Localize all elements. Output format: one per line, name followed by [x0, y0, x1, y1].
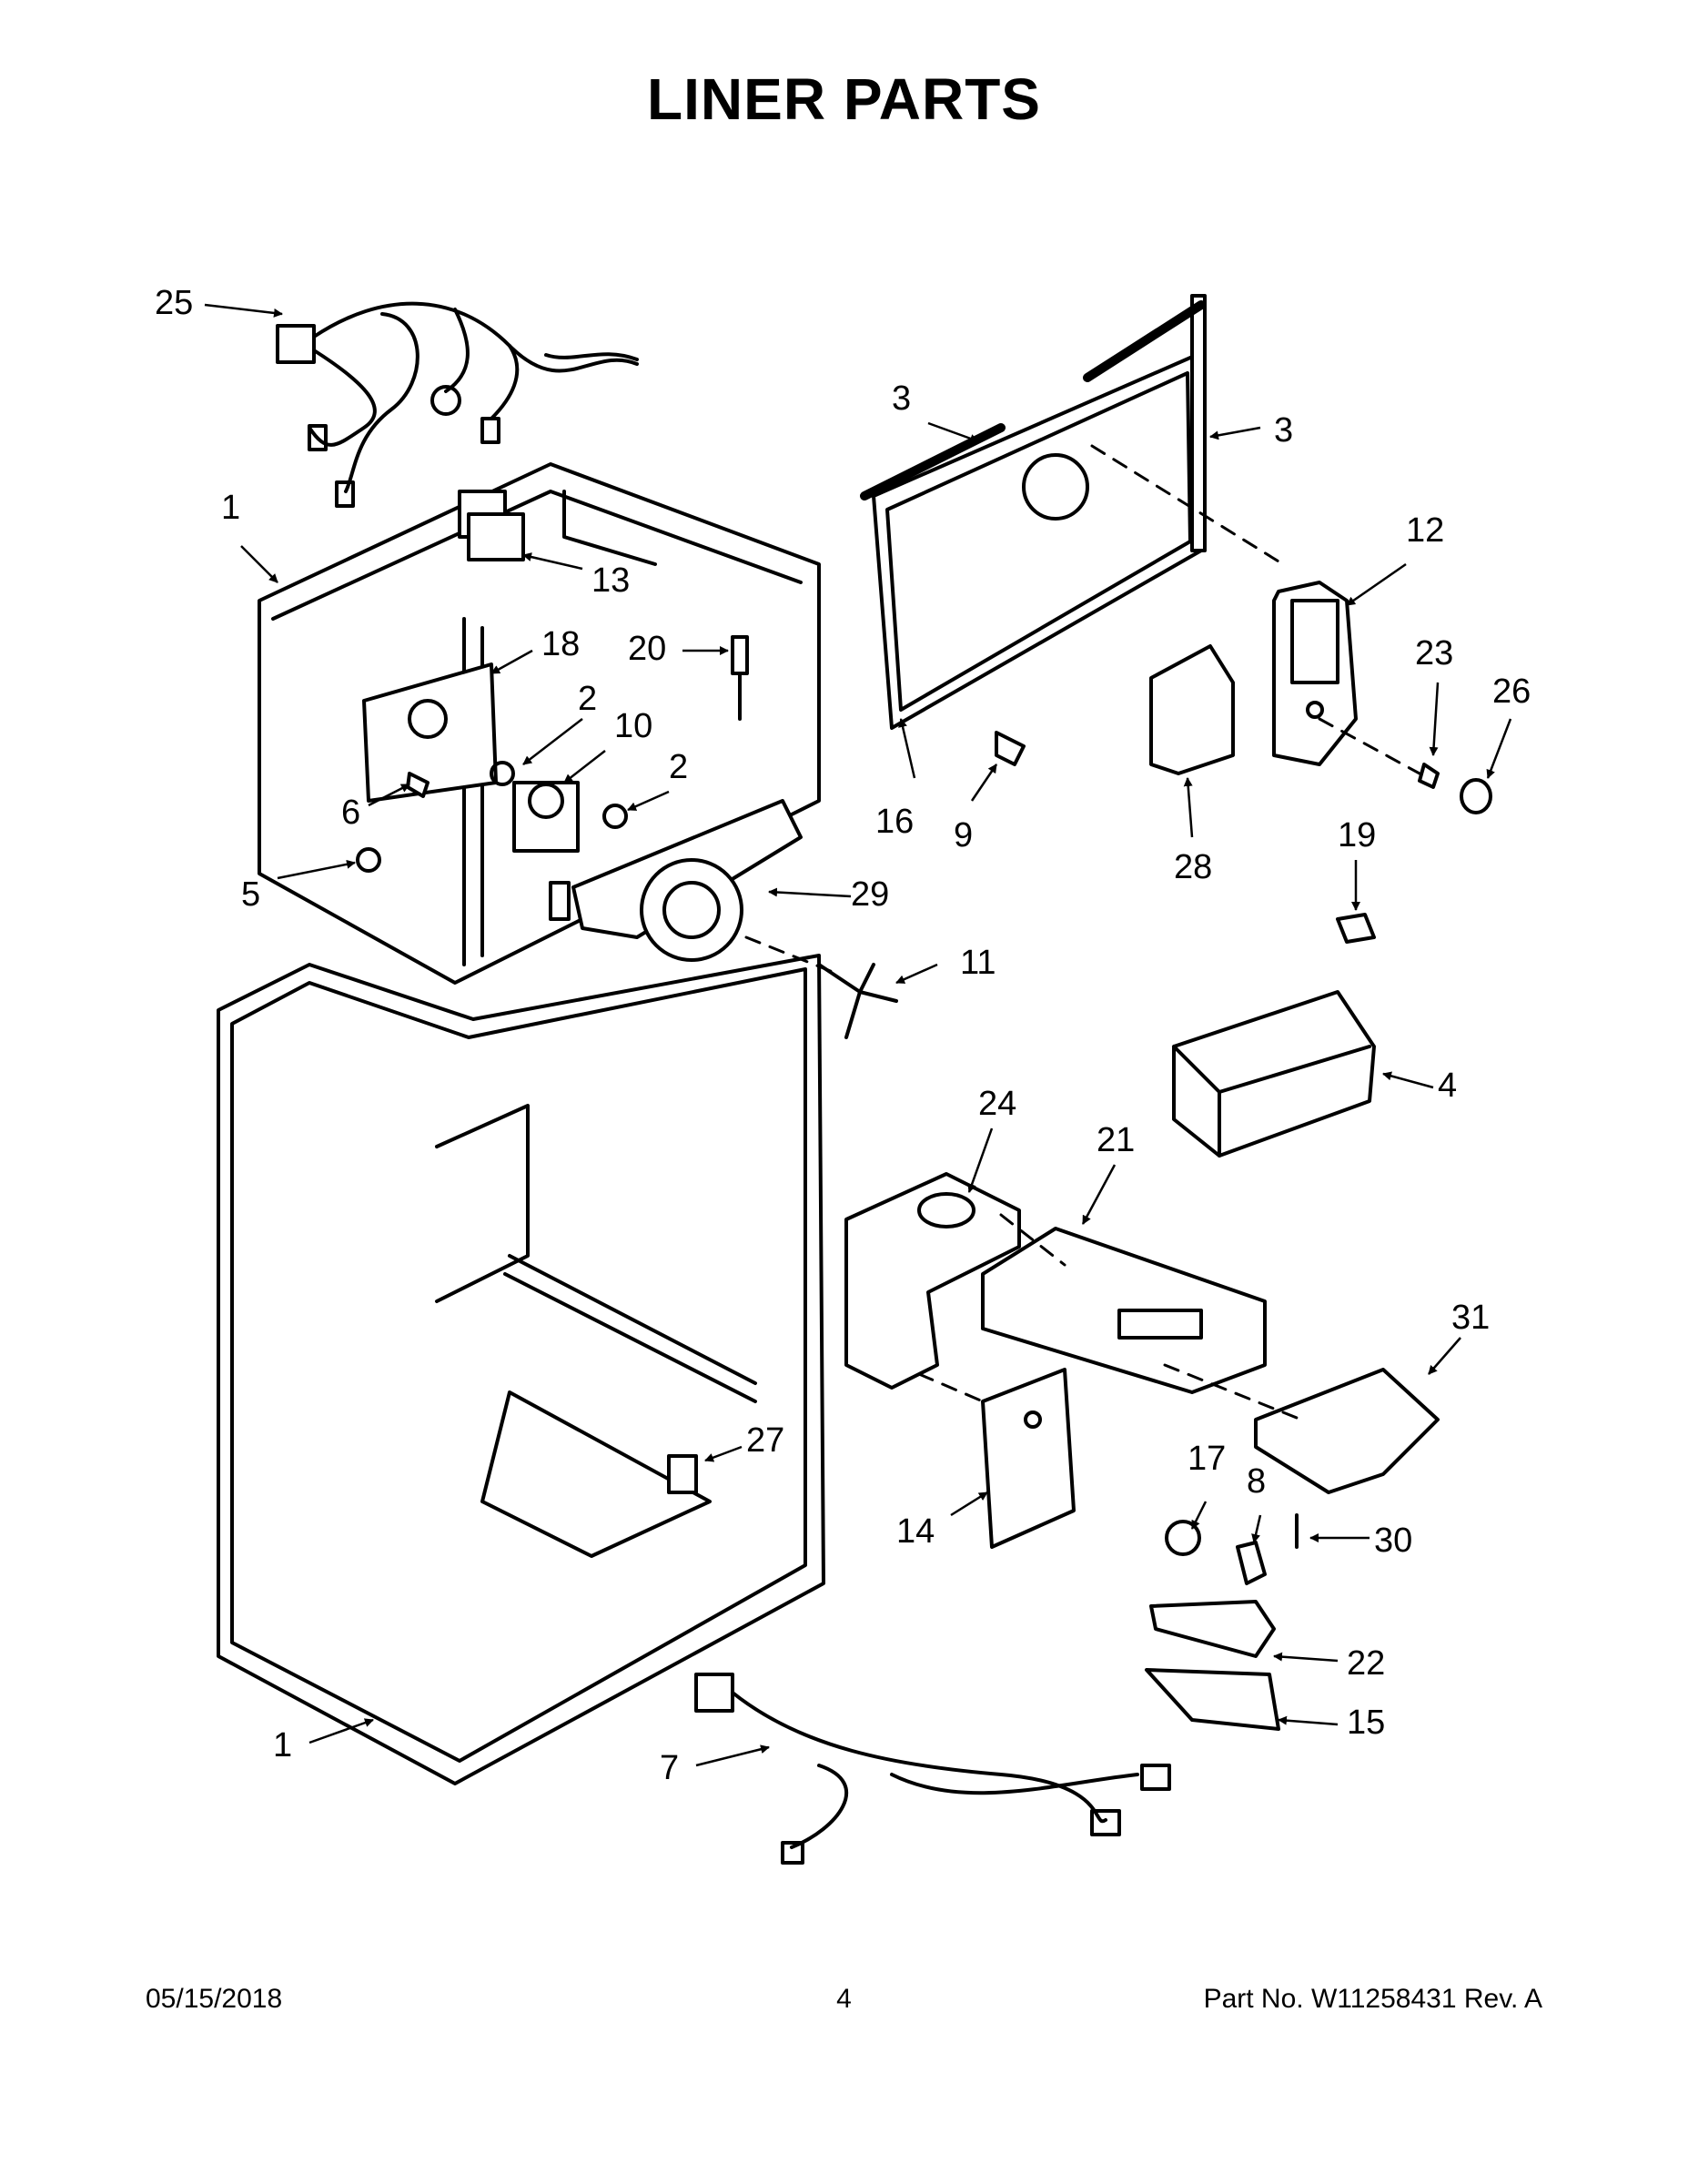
callout-17: 17	[1188, 1440, 1226, 1478]
part-28-damper	[1149, 644, 1235, 775]
footer-part-number: Part No. W11258431 Rev. A	[1203, 1984, 1542, 2014]
callout-2-upper: 2	[578, 680, 597, 718]
part-1-fresh-food-liner	[217, 954, 825, 1785]
callout-6: 6	[341, 794, 360, 832]
callout-20: 20	[628, 630, 666, 668]
callout-13: 13	[591, 561, 630, 600]
part-26-knob	[1460, 778, 1492, 814]
part-6-screw	[406, 772, 430, 798]
part-11-fan-blade	[817, 963, 898, 1039]
callout-23: 23	[1415, 634, 1453, 672]
part-7-wire-harness	[694, 1673, 1171, 1865]
part-5-washer	[356, 847, 381, 873]
part-2-grommet	[490, 761, 628, 829]
callout-16: 16	[875, 803, 914, 841]
part-12-control-housing	[1272, 581, 1358, 766]
callout-10: 10	[614, 707, 652, 745]
callout-labels: 25 3 3 1 13 12 18 20 23 26 2 10 2 6 16 9…	[155, 284, 1531, 1787]
callout-8: 8	[1247, 1462, 1266, 1501]
callout-leaders	[204, 303, 1512, 1767]
callout-30: 30	[1374, 1522, 1412, 1560]
callout-28: 28	[1174, 848, 1212, 886]
callout-4: 4	[1438, 1067, 1457, 1105]
part-17-bulb	[1165, 1520, 1201, 1556]
footer-date: 05/15/2018	[146, 1984, 283, 2014]
callout-1-lower: 1	[273, 1726, 292, 1764]
callout-5: 5	[241, 875, 260, 914]
part-20-thermistor	[731, 635, 749, 721]
callout-14: 14	[896, 1512, 935, 1551]
callout-27: 27	[746, 1421, 784, 1460]
callout-11: 11	[960, 944, 996, 982]
page-title: LINER PARTS	[647, 66, 1041, 132]
callout-21: 21	[1097, 1121, 1135, 1159]
part-21-tray	[981, 1227, 1267, 1394]
callout-12: 12	[1406, 511, 1444, 550]
callout-9: 9	[954, 816, 973, 854]
callout-1-upper: 1	[221, 489, 240, 527]
callout-26: 26	[1492, 672, 1531, 711]
part-23-screw	[1418, 763, 1440, 789]
part-16-freezer-rear-panel	[860, 294, 1207, 730]
part-15-bracket	[1145, 1668, 1280, 1731]
callout-29: 29	[851, 875, 889, 914]
callout-22: 22	[1347, 1644, 1385, 1683]
callout-18: 18	[541, 625, 580, 663]
callout-2-lower: 2	[669, 748, 688, 786]
part-25-wire-harness	[276, 301, 639, 508]
part-19-clip	[1336, 913, 1376, 944]
callout-19: 19	[1338, 816, 1376, 854]
part-14-cover-panel	[981, 1368, 1076, 1549]
part-8-socket	[1236, 1541, 1267, 1585]
part-10-fan-motor	[512, 781, 580, 921]
callout-24: 24	[978, 1085, 1016, 1123]
callout-25: 25	[155, 284, 193, 322]
callout-15: 15	[1347, 1704, 1385, 1742]
footer-page-number: 4	[836, 1984, 852, 2014]
part-29-fan-shroud	[571, 799, 803, 962]
part-9-screw	[995, 731, 1026, 766]
callout-3-left: 3	[892, 379, 911, 418]
callout-31: 31	[1451, 1299, 1490, 1337]
part-31-cover	[1254, 1368, 1440, 1494]
callout-7: 7	[660, 1749, 679, 1787]
part-13-cover	[467, 512, 525, 561]
part-4-control-box	[1172, 990, 1376, 1158]
part-27-cap	[667, 1454, 698, 1494]
assembly-guide-lines	[744, 444, 1421, 1421]
part-22-lens	[1149, 1600, 1276, 1658]
callout-3-right: 3	[1274, 411, 1293, 450]
